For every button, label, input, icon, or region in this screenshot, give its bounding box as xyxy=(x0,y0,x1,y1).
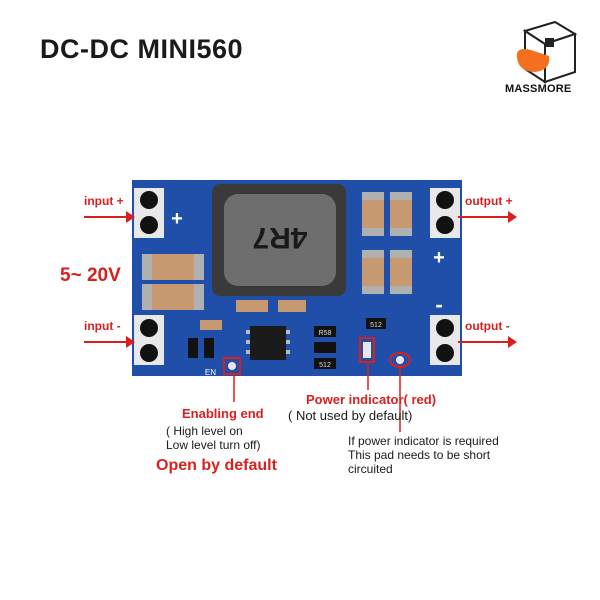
short-note-line1: If power indicator is required xyxy=(348,434,499,448)
pcb-board: 4R7 R58 512 512 xyxy=(132,180,462,376)
power-led-highlight xyxy=(359,337,375,363)
brand-name: MASSMORE xyxy=(505,83,572,95)
output-plus-arrow xyxy=(458,211,517,223)
input-minus-label: input - xyxy=(84,319,121,333)
en-silkscreen: EN xyxy=(205,368,216,376)
page-title: DC-DC MINI560 xyxy=(40,34,244,64)
minus-sign: - xyxy=(435,292,442,317)
resistor-label: R58 xyxy=(319,330,332,337)
enable-pad-highlight xyxy=(223,357,241,375)
smd-capacitor xyxy=(236,300,268,312)
output-minus-pads xyxy=(430,315,460,365)
input-plus-pads xyxy=(134,188,164,238)
output-minus-label: output - xyxy=(465,319,510,333)
short-note-line3: circuited xyxy=(348,462,393,476)
input-plus-arrow xyxy=(84,211,135,223)
short-pad xyxy=(396,356,404,364)
power-led xyxy=(363,342,371,358)
input-minus-arrow xyxy=(84,336,135,348)
smd-capacitor xyxy=(278,300,306,312)
plus-sign: + xyxy=(171,208,183,230)
inductor: 4R7 xyxy=(212,184,346,296)
resistor-array: R58 512 512 xyxy=(188,318,386,369)
power-indicator-note: ( Not used by default) xyxy=(288,408,413,423)
enable-line2: Low level turn off) xyxy=(166,438,261,452)
brand-logo xyxy=(516,20,578,84)
resistor-label: 512 xyxy=(319,362,331,369)
enable-default: Open by default xyxy=(156,457,277,474)
output-minus-arrow xyxy=(458,336,517,348)
input-capacitors xyxy=(142,254,204,310)
resistor-label: 512 xyxy=(370,322,382,329)
input-minus-pads xyxy=(134,315,164,365)
output-capacitors xyxy=(362,192,412,294)
plus-sign: + xyxy=(433,247,445,269)
input-plus-label: input + xyxy=(84,194,124,208)
output-plus-label: output + xyxy=(465,194,513,208)
inductor-marking: 4R7 xyxy=(252,221,307,254)
output-plus-pads xyxy=(430,188,460,238)
regulator-ic xyxy=(246,326,290,360)
power-indicator-label: Power indicator( red) xyxy=(306,392,437,407)
enable-title: Enabling end xyxy=(182,406,264,421)
enable-pad xyxy=(228,362,236,370)
short-note-line2: This pad needs to be short xyxy=(348,448,491,462)
enable-line1: ( High level on xyxy=(166,424,243,438)
voltage-range-label: 5~ 20V xyxy=(60,265,121,286)
